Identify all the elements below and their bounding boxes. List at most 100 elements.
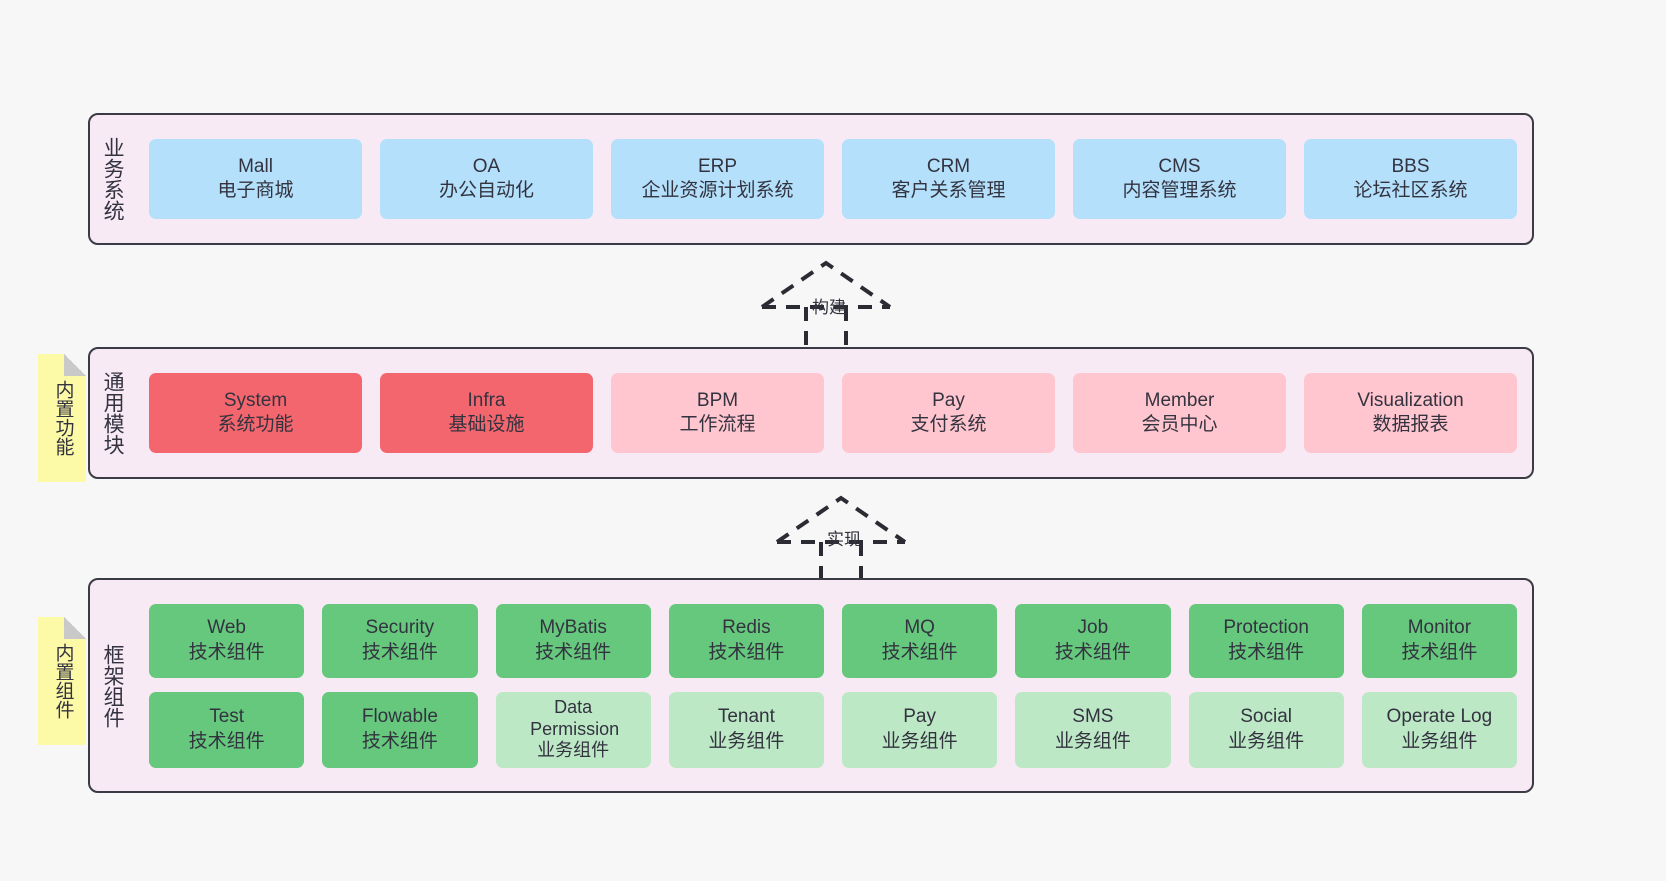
card-subtitle: 基础设施	[448, 414, 525, 435]
card-subtitle: 业务组件	[881, 730, 958, 752]
card-subtitle: 技术组件	[361, 730, 438, 752]
card-bpm[interactable]: BPM 工作流程	[611, 373, 824, 453]
card-title: Monitor	[1407, 617, 1472, 639]
card-subtitle: 系统功能	[217, 414, 294, 435]
card-title: MyBatis	[539, 617, 607, 639]
card-title: Pay	[903, 706, 936, 728]
card-title: Redis	[722, 617, 771, 639]
card-monitor[interactable]: Monitor 技术组件	[1361, 603, 1517, 678]
card-mall[interactable]: Mall 电子商城	[149, 139, 362, 219]
card-protection[interactable]: Protection 技术组件	[1188, 603, 1344, 678]
card-redis[interactable]: Redis 技术组件	[668, 603, 824, 678]
card-subtitle: 客户关系管理	[891, 180, 1006, 201]
note-text: 内置功能	[52, 380, 74, 456]
card-title: Flowable	[361, 706, 438, 728]
card-title: Security	[365, 617, 435, 639]
card-mq[interactable]: MQ 技术组件	[842, 603, 998, 678]
card-subtitle: 企业资源计划系统	[641, 180, 794, 201]
section-business-systems: 业务系统 Mall 电子商城 OA 办公自动化 ERP 企业资源计划系统 CRM…	[88, 113, 1534, 245]
card-member[interactable]: Member 会员中心	[1073, 373, 1286, 453]
card-subtitle: 技术组件	[188, 641, 265, 663]
card-tenant[interactable]: Tenant 业务组件	[668, 691, 824, 768]
card-subtitle: 支付系统	[910, 414, 987, 435]
card-subtitle: 论坛社区系统	[1353, 180, 1468, 201]
section-body-common-modules: System 系统功能 Infra 基础设施 BPM 工作流程 Pay 支付系统…	[134, 349, 1532, 477]
card-cms[interactable]: CMS 内容管理系统	[1073, 139, 1286, 219]
section-title-common-modules: 通用模块	[101, 371, 125, 455]
card-pay-component[interactable]: Pay 业务组件	[842, 691, 998, 768]
card-title: CRM	[926, 155, 971, 177]
card-subtitle: 电子商城	[217, 180, 294, 201]
section-framework-components: 框架组件 Web 技术组件 Security 技术组件 MyBatis 技术组件…	[88, 578, 1534, 793]
section-common-modules: 通用模块 System 系统功能 Infra 基础设施 BPM 工作流程 Pay…	[88, 347, 1534, 479]
card-subtitle: 业务组件	[537, 740, 610, 761]
section-body-business-systems: Mall 电子商城 OA 办公自动化 ERP 企业资源计划系统 CRM 客户关系…	[134, 115, 1532, 243]
card-job[interactable]: Job 技术组件	[1015, 603, 1171, 678]
framework-row-tech: Web 技术组件 Security 技术组件 MyBatis 技术组件 Redi…	[140, 603, 1526, 678]
card-title: Mall	[238, 155, 273, 177]
card-subtitle: 业务组件	[1401, 730, 1478, 752]
card-pay-module[interactable]: Pay 支付系统	[842, 373, 1055, 453]
card-subtitle: 业务组件	[1054, 730, 1131, 752]
card-title: System	[223, 389, 288, 411]
card-subtitle: 技术组件	[535, 641, 612, 663]
card-title: Operate Log	[1386, 706, 1493, 728]
card-title: BBS	[1391, 155, 1430, 177]
card-subtitle: 工作流程	[679, 414, 756, 435]
card-title: Pay	[932, 389, 965, 411]
card-subtitle: 业务组件	[708, 730, 785, 752]
card-title: Social	[1240, 706, 1292, 728]
card-subtitle: 技术组件	[1054, 641, 1131, 663]
card-subtitle: 技术组件	[708, 641, 785, 663]
card-subtitle: 数据报表	[1372, 414, 1449, 435]
section-title-framework-components: 框架组件	[101, 643, 125, 728]
card-title: Infra	[467, 389, 506, 411]
card-visualization[interactable]: Visualization 数据报表	[1304, 373, 1517, 453]
note-builtin-features: 内置功能	[38, 354, 86, 482]
card-subtitle: 内容管理系统	[1122, 180, 1237, 201]
card-title: Web	[207, 617, 246, 639]
card-title: Visualization	[1357, 389, 1464, 411]
card-subtitle: 技术组件	[188, 730, 265, 752]
card-subtitle: 技术组件	[1401, 641, 1478, 663]
card-title: BPM	[696, 389, 739, 411]
card-flowable[interactable]: Flowable 技术组件	[322, 691, 478, 768]
connector-build-label: 构建	[812, 298, 846, 317]
card-title: Job	[1077, 617, 1109, 639]
card-title: ERP	[697, 155, 738, 177]
note-builtin-components: 内置组件	[38, 617, 86, 745]
card-security[interactable]: Security 技术组件	[322, 603, 478, 678]
card-subtitle: 技术组件	[881, 641, 958, 663]
card-erp[interactable]: ERP 企业资源计划系统	[611, 139, 824, 219]
card-subtitle: 业务组件	[1228, 730, 1305, 752]
card-title: OA	[472, 155, 501, 177]
section-body-framework-components: Web 技术组件 Security 技术组件 MyBatis 技术组件 Redi…	[134, 580, 1532, 791]
card-oa[interactable]: OA 办公自动化	[380, 139, 593, 219]
card-test[interactable]: Test 技术组件	[149, 691, 305, 768]
card-title: Test	[209, 706, 245, 728]
note-text: 内置组件	[52, 643, 74, 719]
connector-implement-label: 实现	[827, 530, 861, 549]
card-subtitle: 技术组件	[361, 641, 438, 663]
card-sms[interactable]: SMS 业务组件	[1015, 691, 1171, 768]
card-title: MQ	[904, 617, 935, 639]
card-operate-log[interactable]: Operate Log 业务组件	[1361, 691, 1517, 768]
card-title: Protection	[1223, 617, 1309, 639]
card-title: Tenant	[717, 706, 775, 728]
card-crm[interactable]: CRM 客户关系管理	[842, 139, 1055, 219]
card-title: Member	[1144, 389, 1215, 411]
card-title: CMS	[1158, 155, 1201, 177]
card-bbs[interactable]: BBS 论坛社区系统	[1304, 139, 1517, 219]
card-subtitle: 办公自动化	[438, 180, 534, 201]
card-subtitle: 技术组件	[1228, 641, 1305, 663]
card-infra[interactable]: Infra 基础设施	[380, 373, 593, 453]
card-title: SMS	[1072, 706, 1114, 728]
card-mybatis[interactable]: MyBatis 技术组件	[495, 603, 651, 678]
card-web[interactable]: Web 技术组件	[149, 603, 305, 678]
card-data-permission[interactable]: Data Permission 业务组件	[495, 691, 651, 768]
card-system[interactable]: System 系统功能	[149, 373, 362, 453]
framework-row-business: Test 技术组件 Flowable 技术组件 Data Permission …	[140, 691, 1526, 768]
card-title: Data Permission	[530, 697, 620, 739]
card-social[interactable]: Social 业务组件	[1188, 691, 1344, 768]
